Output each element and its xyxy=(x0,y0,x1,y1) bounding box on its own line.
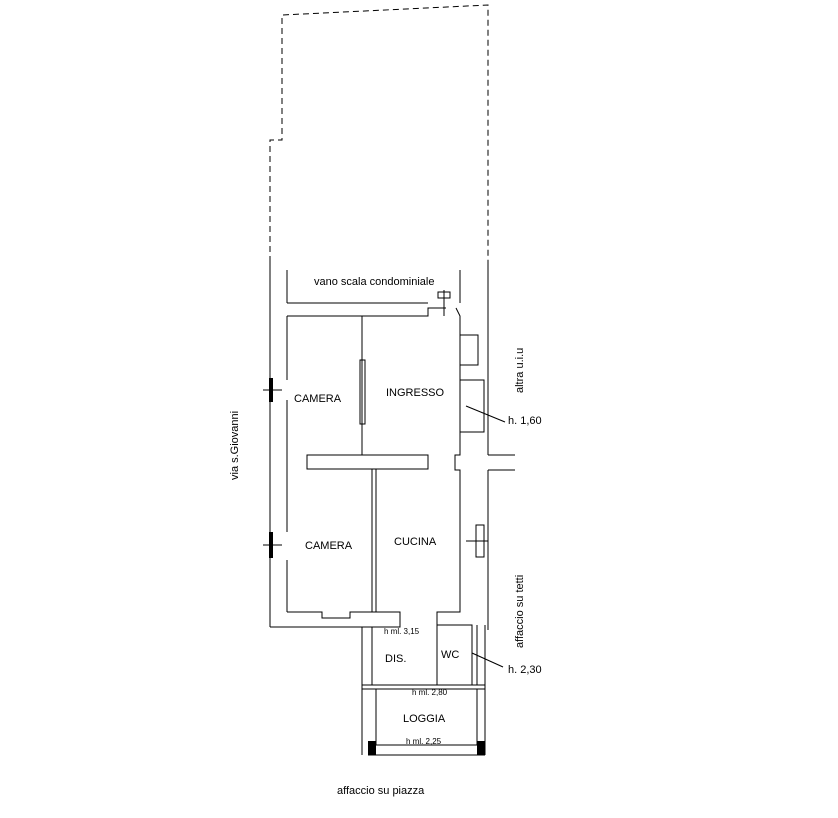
room-label-camera-bottom: CAMERA xyxy=(305,540,353,552)
room-label-wc: WC xyxy=(441,649,459,661)
label-height-1: h. 1,60 xyxy=(508,415,542,427)
label-hml-dis: h ml. 3,15 xyxy=(384,627,420,636)
room-label-stair: vano scala condominiale xyxy=(314,276,434,288)
room-label-cucina: CUCINA xyxy=(394,536,437,548)
label-street: via s.Giovanni xyxy=(229,411,241,480)
walls xyxy=(269,262,515,756)
dashed-courtyard-outline xyxy=(269,4,489,262)
label-height-2: h. 2,30 xyxy=(508,664,542,676)
room-label-dis: DIS. xyxy=(385,653,406,665)
label-other-unit: altra u.i.u xyxy=(514,348,526,393)
label-hml-loggia-bottom: h ml. 2,25 xyxy=(406,737,442,746)
label-hml-loggia-top: h ml. 2,80 xyxy=(412,688,448,697)
room-label-camera-top: CAMERA xyxy=(294,393,342,405)
label-square-view: affaccio su piazza xyxy=(337,785,425,797)
windows xyxy=(263,290,488,558)
label-roofs-view: affaccio su tetti xyxy=(514,575,526,648)
room-label-ingresso: INGRESSO xyxy=(386,387,445,399)
room-label-loggia: LOGGIA xyxy=(403,713,446,725)
